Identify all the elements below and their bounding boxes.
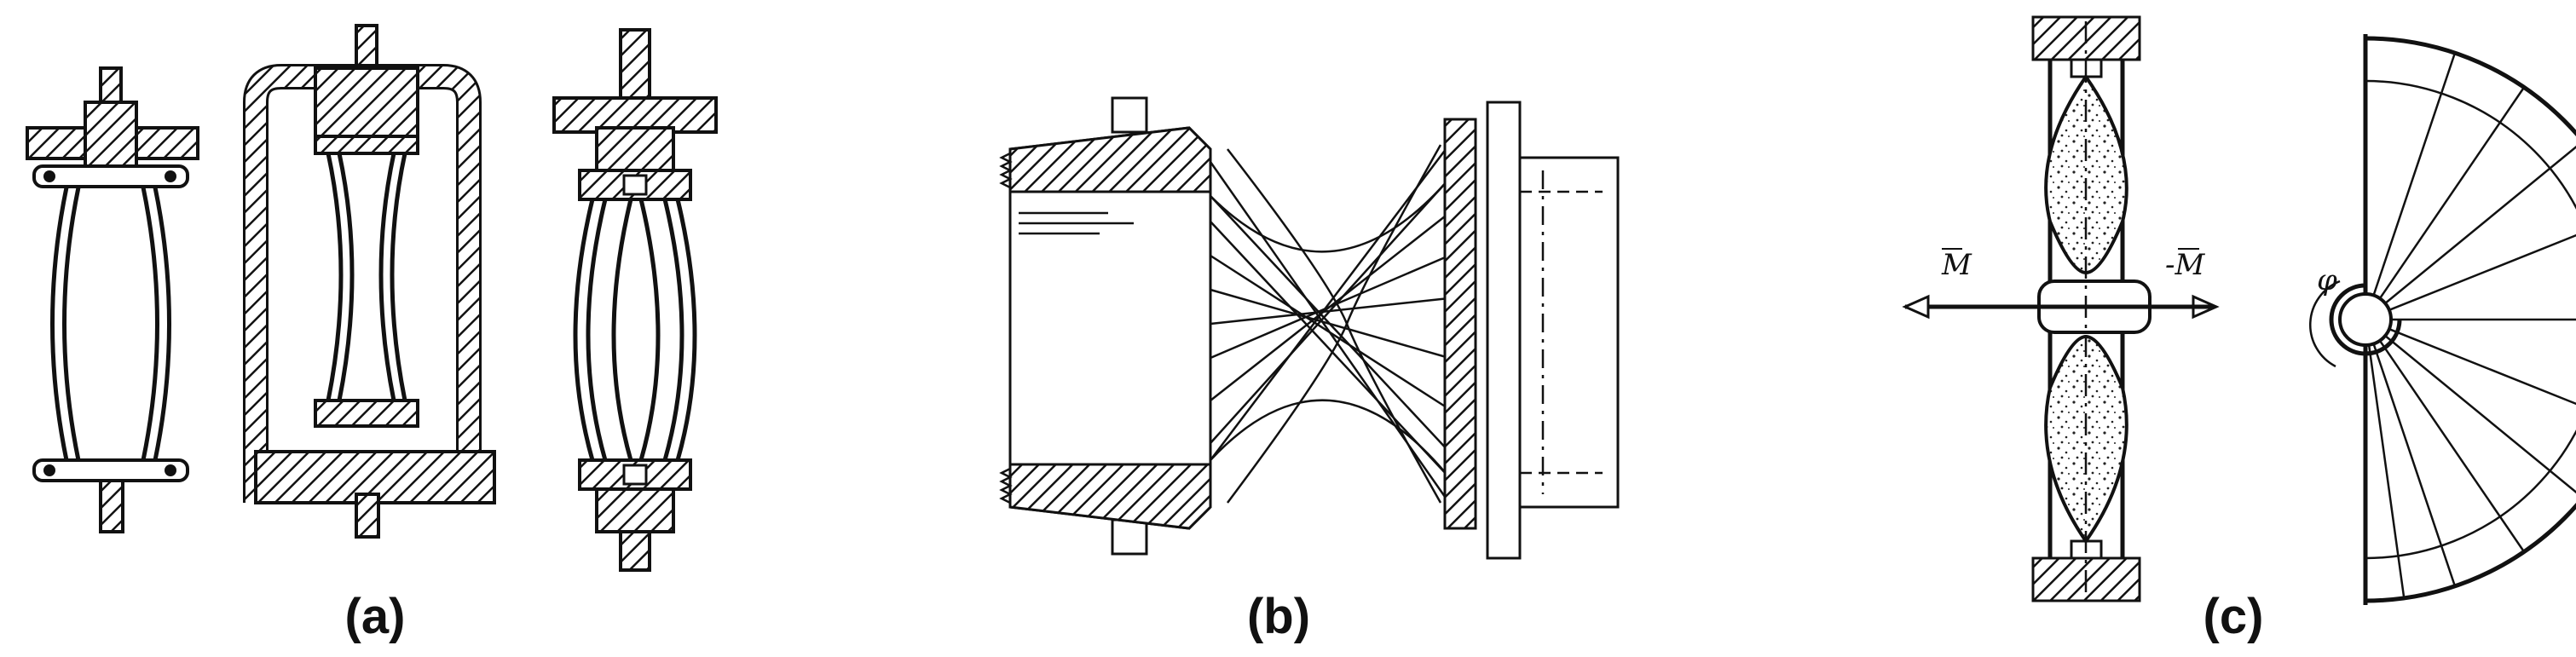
caption-c: (c) [2203,589,2264,644]
device-a1-spring-fitting [26,66,199,533]
caption-a: (a) [344,589,406,644]
threaded-hub [999,96,1212,556]
panel-b-drawing [999,96,1620,560]
elastic-element [1902,15,2220,602]
caption-b: (b) [1246,589,1311,644]
device-a3-double-spring [552,28,718,572]
angle-label: φ [2317,263,2337,297]
panel-a-drawings [26,24,718,572]
flange-plate [1443,101,1620,560]
panel-c-drawing: M -M φ [1902,15,2576,605]
polar-angle-diagram [2308,34,2576,605]
device-a2-housed-spring [243,24,496,539]
moment-label-right: -M [2165,248,2205,282]
filament-lines [1209,144,1451,504]
moment-label-left: M [1941,248,1972,282]
